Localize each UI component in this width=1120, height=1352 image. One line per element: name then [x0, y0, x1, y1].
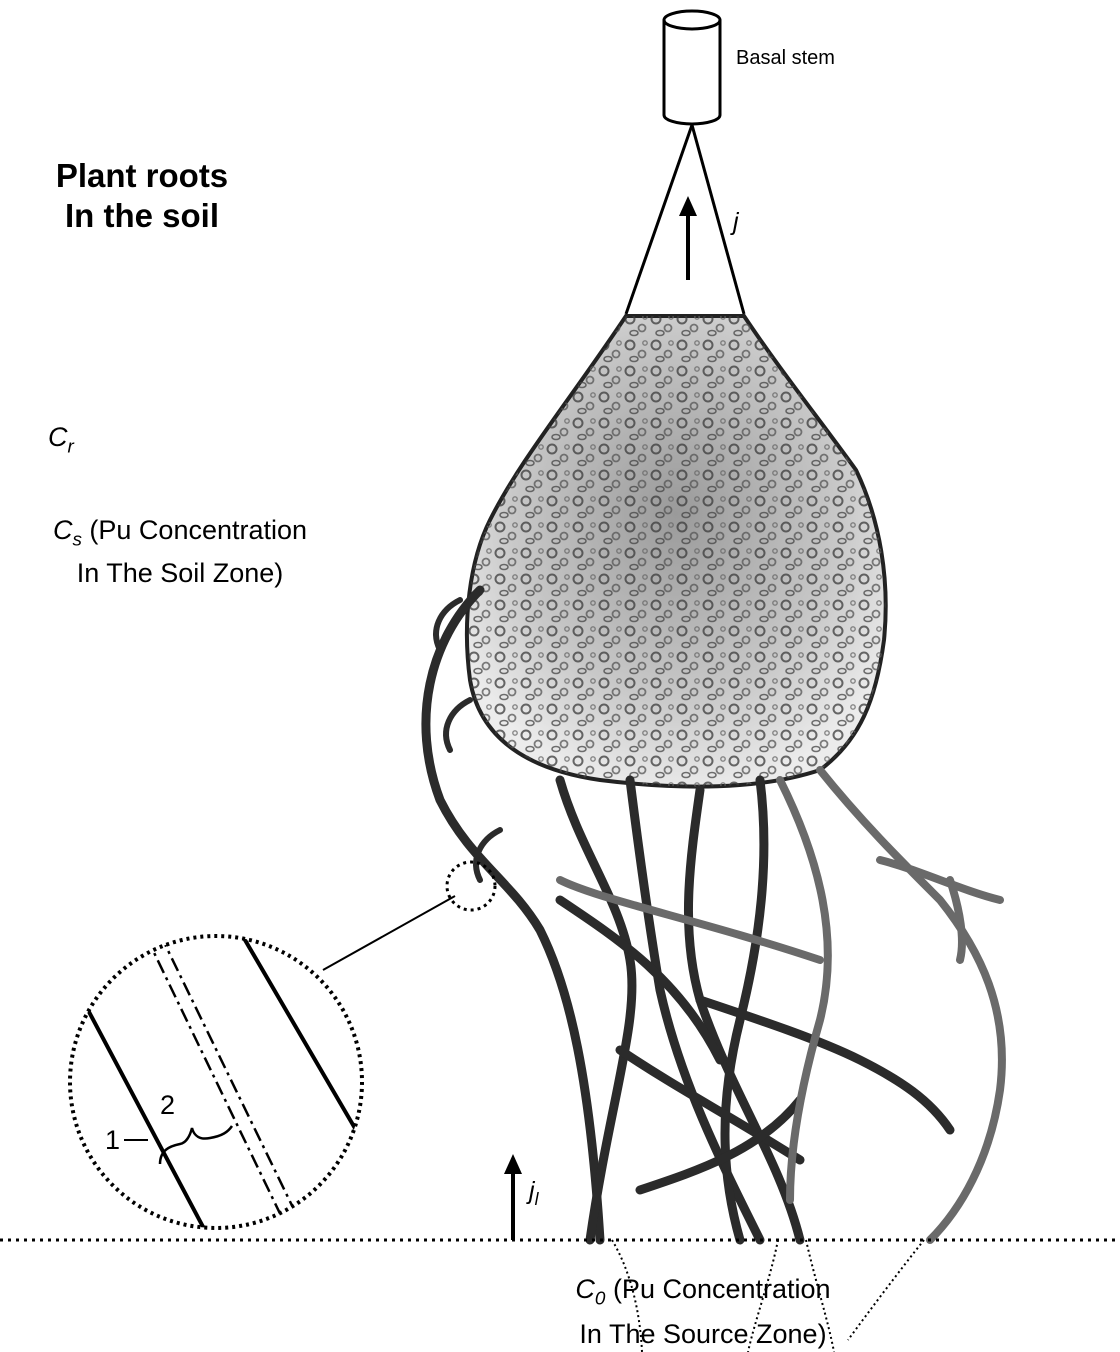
inset-label-1: 1: [105, 1125, 120, 1156]
cr-symbol: C: [48, 422, 68, 452]
cr-subscript: r: [68, 437, 74, 458]
cs-line-2: In The Soil Zone): [30, 557, 330, 590]
title-line-2: In the soil: [30, 196, 254, 236]
flux-arrow-jl: [504, 1154, 522, 1240]
c0-label: C0 (Pu Concentration In The Source Zone): [520, 1272, 886, 1351]
c0-subscript: 0: [595, 1289, 606, 1310]
stem-cone: [626, 125, 744, 314]
basal-stem-label: Basal stem: [736, 47, 835, 70]
flux-arrow-j: [679, 196, 697, 280]
root-cross-section-inset: [70, 928, 362, 1240]
flux-j-label: j: [733, 208, 739, 237]
title-line-1: Plant roots: [30, 156, 254, 196]
c0-line-2: In The Source Zone): [520, 1317, 886, 1351]
basal-stem-cylinder: [664, 11, 720, 124]
zoom-connector-line: [323, 896, 455, 970]
diagram-title: Plant roots In the soil: [30, 156, 254, 236]
cr-label: Cr: [48, 422, 74, 459]
jl-subscript: l: [535, 1189, 539, 1209]
c0-symbol: C: [575, 1274, 595, 1304]
root-mass: [467, 316, 886, 787]
flux-jl-label: jl: [529, 1177, 538, 1210]
inset-label-2: 2: [160, 1090, 175, 1121]
cs-symbol: C: [53, 515, 73, 545]
cs-line-1: (Pu Concentration: [82, 515, 307, 545]
cs-subscript: s: [72, 530, 81, 551]
c0-line-1: (Pu Concentration: [605, 1274, 830, 1304]
cs-label: Cs (Pu Concentration In The Soil Zone): [30, 514, 330, 590]
